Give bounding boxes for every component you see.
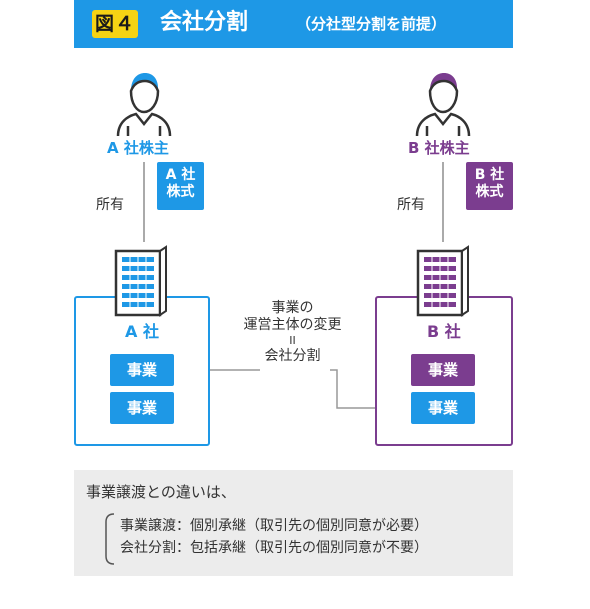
split-explanation: 事業の 運営主体の変更 II 会社分割 [215, 300, 370, 365]
company-a-building-icon [114, 245, 167, 317]
share-a-line2: 株式 [166, 184, 195, 200]
share-b-badge: B 社 株式 [466, 162, 513, 210]
split-explanation-line3: II [289, 334, 296, 347]
ownership-a-label: 所有 [96, 197, 124, 213]
split-explanation-line1: 事業の [271, 300, 314, 316]
shareholder-b-icon [415, 73, 471, 137]
note-line-company-split: 会社分割：包括承継（取引先の個別同意が不要） [120, 540, 428, 556]
company-b-business-1: 事業 [411, 354, 475, 386]
note-bracket [105, 513, 115, 565]
share-a-badge: A 社 株式 [157, 162, 204, 210]
company-a-business-1: 事業 [110, 354, 174, 386]
shareholder-b-label: B 社株主 [408, 139, 470, 157]
share-b-line2: 株式 [475, 184, 504, 200]
shareholder-a-label: A 社株主 [107, 139, 169, 157]
note-line-business-transfer: 事業譲渡：個別承継（取引先の個別同意が必要） [120, 518, 428, 534]
company-a-label: A 社 [125, 322, 159, 341]
ownership-b-label: 所有 [397, 197, 425, 213]
split-explanation-line4: 会社分割 [260, 348, 325, 365]
share-a-line1: A 社 [165, 167, 196, 183]
note-box [74, 470, 513, 576]
note-title: 事業譲渡との違いは、 [86, 483, 236, 501]
figure-title: 会社分割 [160, 10, 249, 35]
figure-subtitle: （分社型分割を前提） [296, 15, 447, 33]
company-a-business-2: 事業 [110, 392, 174, 424]
company-b-building-icon [416, 245, 469, 317]
split-arrow-line-2 [330, 369, 402, 409]
figure-header [74, 0, 513, 48]
figure-number-badge: 図４ [92, 10, 138, 38]
share-b-line1: B 社 [474, 167, 505, 183]
shareholder-a-icon [116, 73, 172, 137]
split-explanation-line2: 運営主体の変更 [243, 317, 342, 333]
company-b-label: B 社 [427, 322, 461, 341]
company-b-business-2-transferred: 事業 [411, 392, 475, 424]
